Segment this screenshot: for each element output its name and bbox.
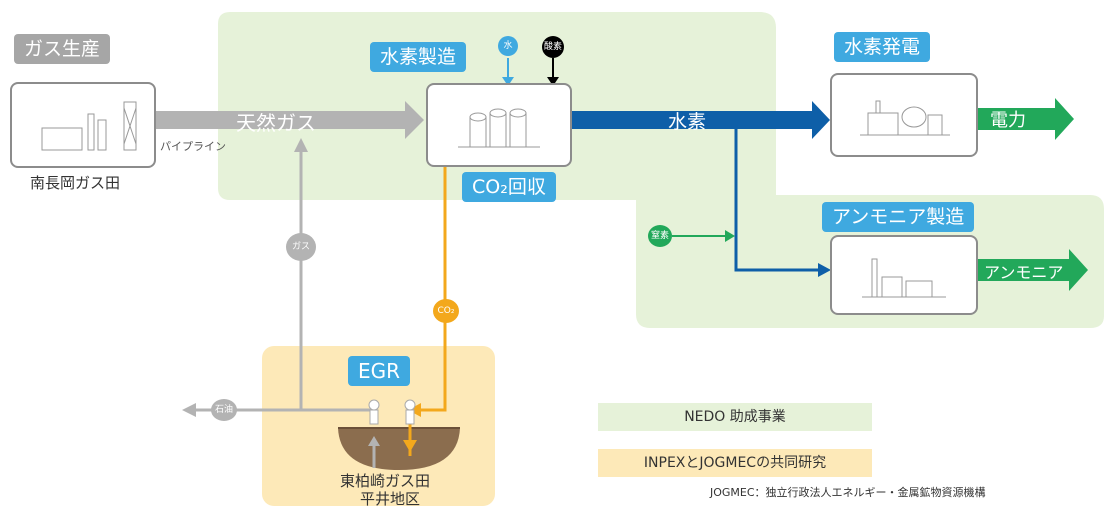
reformer-plant-icon	[458, 108, 540, 148]
reservoir-shape	[338, 428, 460, 470]
water-input-badge: 水	[498, 36, 518, 56]
gas-plant-icon	[41, 101, 137, 151]
legend-nedo: NEDO 助成事業	[598, 403, 872, 431]
nitrogen-input-badge: 窒素	[648, 225, 672, 247]
natural-gas-label: 天然ガス	[236, 111, 316, 135]
legend-inpex-jogmec: INPEXとJOGMECの共同研究	[598, 449, 872, 477]
oxygen-arrowhead	[547, 77, 559, 86]
egr-tag: EGR	[348, 356, 411, 386]
nitrogen-arrowhead	[725, 230, 735, 242]
power-plant-icon	[860, 100, 950, 136]
co2-capture-tag: CO₂回収	[462, 172, 556, 202]
ammonia-production-tag: アンモニア製造	[822, 202, 975, 232]
production-well-arrowhead	[368, 436, 380, 446]
hydrogen-plant-box	[426, 83, 572, 167]
wellhead-icon	[368, 399, 416, 425]
hydrogen-production-tag: 水素製造	[370, 42, 467, 72]
water-arrowhead	[502, 77, 514, 86]
ammonia-arrow	[977, 249, 1088, 291]
gas-field-facility-box	[10, 82, 156, 168]
egr-region	[262, 346, 495, 506]
electricity-label: 電力	[990, 110, 1026, 131]
power-plant-box	[830, 73, 978, 157]
oil-arrowhead	[182, 403, 196, 417]
oxygen-input-badge: 酸素	[542, 36, 564, 58]
hydrogen-power-tag: 水素発電	[834, 32, 931, 62]
hydrogen-arrow	[569, 101, 830, 139]
hirai-district-label: 平井地区	[360, 490, 421, 508]
ammonia-output-label: アンモニア	[984, 263, 1064, 282]
ammonia-plant-icon	[862, 258, 946, 298]
hydrogen-label: 水素	[668, 111, 707, 133]
electricity-arrow	[977, 98, 1074, 140]
ammonia-plant-box	[830, 235, 978, 315]
gas-up-arrowhead	[294, 138, 308, 152]
oil-badge: 石油	[211, 399, 237, 421]
footnote: JOGMEC：独立行政法人エネルギー・金属鉱物資源機構	[710, 486, 986, 499]
pipeline-label: パイプライン	[160, 140, 226, 153]
injection-well-arrowhead	[403, 440, 417, 452]
minami-nagaoka-field-label: 南長岡ガス田	[30, 174, 121, 192]
gas-badge: ガス	[286, 233, 316, 261]
gas-production-tag: ガス生産	[14, 34, 111, 64]
higashi-kashiwazaki-field-label: 東柏崎ガス田	[340, 472, 431, 490]
co2-line	[420, 165, 447, 412]
natural-gas-arrow	[155, 101, 424, 139]
hydrogen-branch-line	[734, 124, 820, 272]
co2-badge: CO₂	[433, 299, 459, 323]
hydrogen-branch-arrowhead	[818, 263, 831, 277]
